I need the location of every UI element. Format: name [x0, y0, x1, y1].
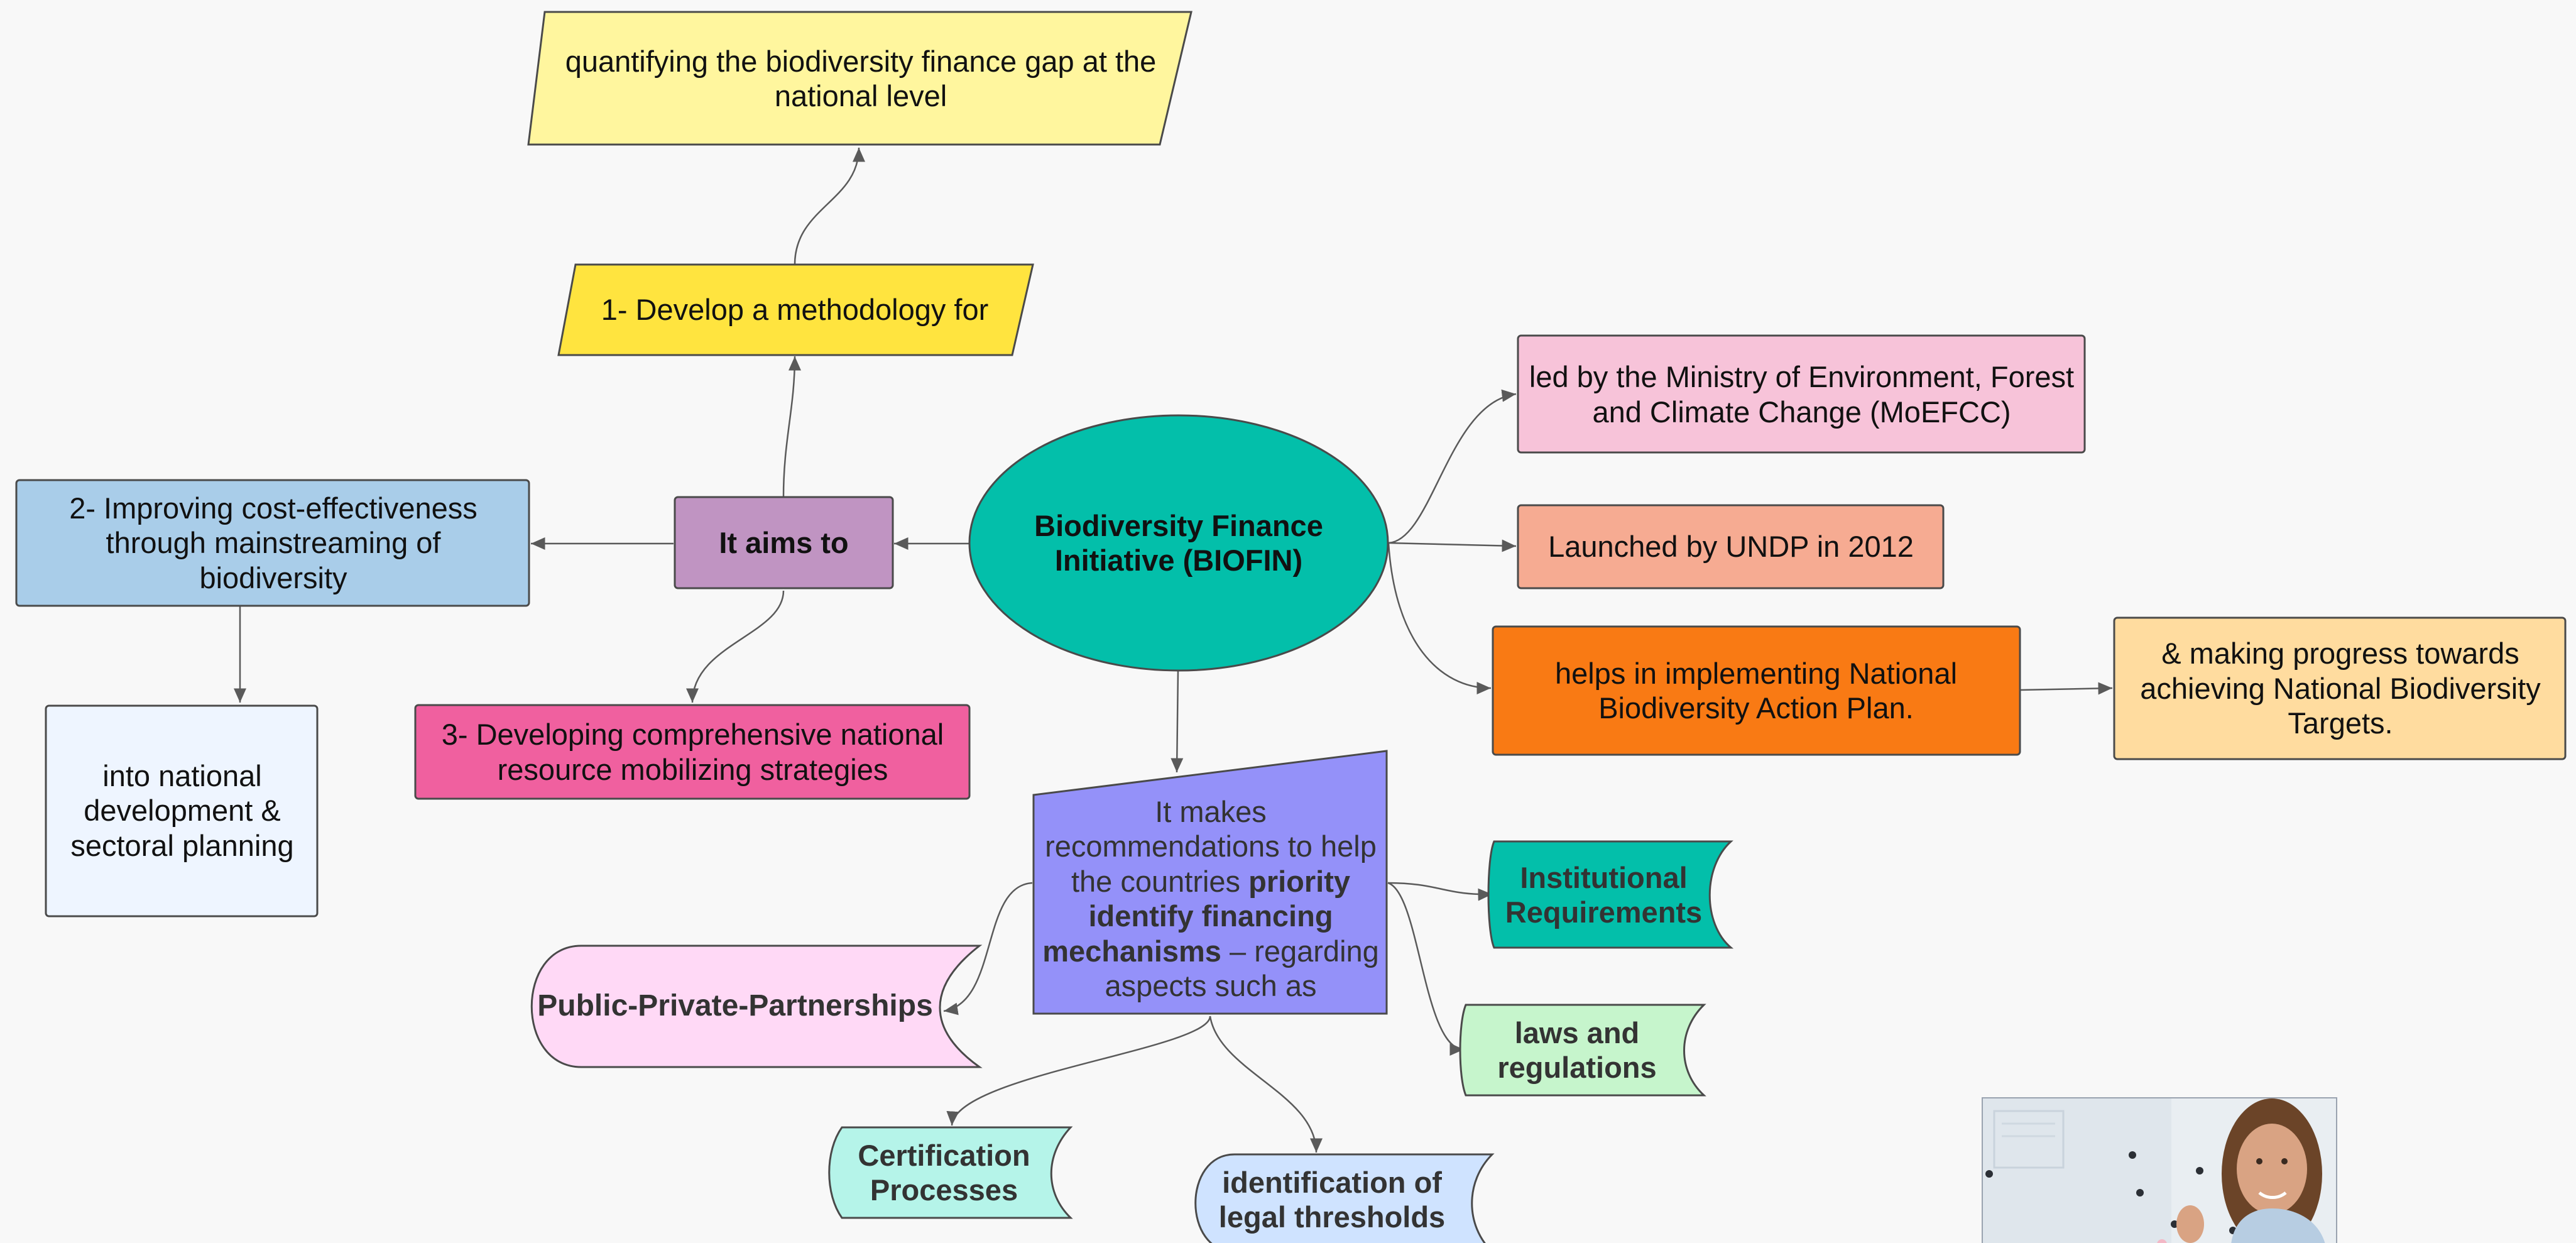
certification-box[interactable]	[828, 1126, 1073, 1219]
ministry-label: led by the Ministry of Environment, Fore…	[1529, 360, 2075, 429]
thresholds-box[interactable]	[1194, 1153, 1495, 1243]
presenter-illustration	[1983, 1098, 2336, 1243]
progress-box[interactable]	[2113, 616, 2567, 760]
ppp-label: Public-Private-Partnerships	[537, 989, 933, 1023]
ppp-box[interactable]	[530, 945, 983, 1068]
certification-label: Certification Processes	[858, 1138, 1030, 1207]
laws-label: laws and regulations	[1497, 1016, 1657, 1084]
aims-box[interactable]	[674, 496, 894, 589]
quantifying-label: quantifying the biodiversity finance gap…	[565, 44, 1157, 112]
helps-label: helps in implementing National Biodivers…	[1554, 656, 1958, 725]
recommend-text-bold: priority identify financing mechanisms	[1042, 864, 1351, 968]
institutional-box[interactable]	[1487, 840, 1734, 949]
laws-box[interactable]	[1459, 1004, 1706, 1097]
connectors	[234, 147, 2113, 1153]
edge-aims-methodology	[782, 356, 801, 497]
edge-recommend-institutional	[1387, 882, 1493, 901]
aims-label: It aims to	[719, 525, 849, 559]
strategies-label: 3- Developing comprehensive national res…	[441, 718, 944, 786]
recommend-text-end: – regarding aspects such as	[1105, 934, 1379, 1003]
center-label: Biodiversity Finance Initiative (BIOFIN)	[1034, 508, 1323, 577]
recommend-label: It makes recommendations to help the cou…	[1038, 793, 1384, 1012]
edge-center-ministry	[1388, 389, 1517, 544]
progress-label: & making progress towards achieving Nati…	[2140, 637, 2541, 740]
helps-box[interactable]	[1492, 625, 2021, 756]
center-ellipse[interactable]	[968, 414, 1389, 672]
launched-box[interactable]	[1517, 504, 1945, 589]
edge-center-recommend	[1171, 669, 1184, 773]
methodology-box[interactable]	[557, 263, 1034, 356]
edge-recommend-ppp	[943, 882, 1033, 1016]
improving-label: 2- Improving cost-effectiveness through …	[69, 491, 478, 594]
ministry-box[interactable]	[1517, 334, 2086, 454]
edge-recommend-certification	[946, 1016, 1211, 1126]
institutional-label: Institutional Requirements	[1505, 860, 1703, 929]
quantifying-box[interactable]	[527, 11, 1192, 146]
strategies-box[interactable]	[414, 704, 971, 800]
edge-helps-progress	[2019, 682, 2113, 695]
edge-center-launched	[1388, 539, 1517, 552]
launched-label: Launched by UNDP in 2012	[1548, 530, 1914, 564]
methodology-label: 1- Develop a methodology for	[601, 293, 989, 327]
edge-recommend-thresholds	[1209, 1016, 1323, 1153]
presenter-photo	[1982, 1097, 2337, 1243]
edge-recommend-laws	[1387, 882, 1465, 1056]
recommend-box[interactable]	[1032, 750, 1388, 1015]
national-dev-box[interactable]	[45, 704, 319, 917]
national-dev-label: into national development & sectoral pla…	[70, 758, 294, 862]
edge-aims-strategies	[686, 590, 785, 703]
edge-center-helps	[1387, 542, 1492, 694]
thresholds-label: identification of legal thresholds	[1218, 1165, 1446, 1234]
recommend-text-start: It makes recommendations to help the cou…	[1045, 795, 1377, 898]
improving-box[interactable]	[15, 479, 530, 607]
edge-methodology-quantifying	[794, 147, 865, 265]
